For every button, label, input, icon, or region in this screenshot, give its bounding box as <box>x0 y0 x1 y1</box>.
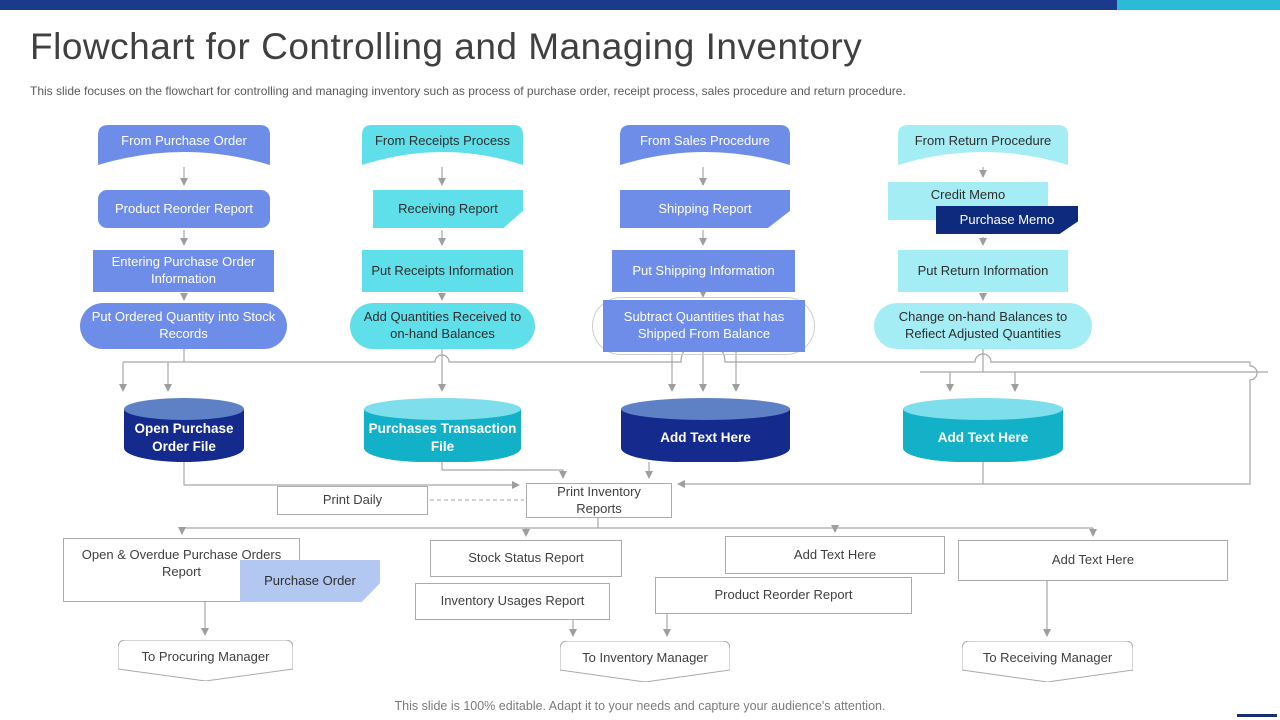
start-purchase-order-label: From Purchase Order <box>121 133 247 149</box>
returns-file-label: Add Text Here <box>937 429 1029 445</box>
start-sales-procedure-label: From Sales Procedure <box>639 133 771 149</box>
entering-purchase-info-shape: Entering Purchase Order Information <box>93 250 274 292</box>
purchase-order-shape: Purchase Order <box>240 560 380 602</box>
cylinder-top <box>364 398 521 420</box>
to-procuring-manager-shape: To Procuring Manager <box>118 640 293 681</box>
change-balances-shape: Change on-hand Balances to Refiect Adjus… <box>874 303 1092 349</box>
shipping-report-shape: Shipping Report <box>620 190 790 228</box>
to-receiving-manager-label: To Receiving Manager <box>982 650 1113 666</box>
start-purchase-order-shape: From Purchase Order <box>98 125 270 165</box>
sales-file-cylinder: Add Text Here <box>621 398 790 462</box>
stock-status-report-box: Stock Status Report <box>430 540 622 577</box>
put-return-info-shape: Put Return Information <box>898 250 1068 292</box>
start-receipts-process-shape: From Receipts Process <box>362 125 523 165</box>
start-receipts-process-label: From Receipts Process <box>374 133 511 149</box>
returns-file-cylinder: Add Text Here <box>903 398 1063 462</box>
page-subtitle: This slide focuses on the flowchart for … <box>30 84 906 98</box>
subtract-quantities-outline <box>592 297 815 355</box>
start-return-procedure-shape: From Return Procedure <box>898 125 1068 165</box>
purchase-memo-shape: Purchase Memo <box>936 206 1078 234</box>
to-procuring-manager-label: To Procuring Manager <box>141 649 270 665</box>
start-return-procedure-label: From Return Procedure <box>914 133 1052 149</box>
product-reorder-report-box: Product Reorder Report <box>655 577 912 614</box>
to-receiving-manager-shape: To Receiving Manager <box>962 641 1133 682</box>
inventory-usages-report-box: Inventory Usages Report <box>415 583 610 620</box>
put-receipts-info-shape: Put Receipts Information <box>362 250 523 292</box>
purchases-transaction-file-label: Purchases Transaction File <box>368 420 517 454</box>
open-purchase-order-file-label: Open Purchase Order File <box>134 420 234 454</box>
receiving-report-shape: Receiving Report <box>373 190 523 228</box>
subtract-quantities-shape: Subtract Quantities that has Shipped Fro… <box>603 300 805 352</box>
cylinder-top <box>621 398 790 420</box>
open-purchase-order-file-cylinder: Open Purchase Order File <box>124 398 244 462</box>
cylinder-top <box>124 398 244 420</box>
to-inventory-manager-shape: To Inventory Manager <box>560 641 730 682</box>
footer-note: This slide is 100% editable. Adapt it to… <box>394 699 886 713</box>
product-reorder-report-shape: Product Reorder Report <box>98 190 270 228</box>
top-accent-bar-navy <box>0 0 1117 10</box>
start-sales-procedure-shape: From Sales Procedure <box>620 125 790 165</box>
add-quantities-received-shape: Add Quantities Received to on-hand Balan… <box>350 303 535 349</box>
page-title: Flowchart for Controlling and Managing I… <box>30 26 863 67</box>
sales-file-label: Add Text Here <box>660 429 751 445</box>
add-text-right-box: Add Text Here <box>958 540 1228 581</box>
purchases-transaction-file-cylinder: Purchases Transaction File <box>364 398 521 462</box>
top-accent-bar-cyan <box>1117 0 1280 10</box>
put-ordered-quantity-shape: Put Ordered Quantity into Stock Records <box>80 303 287 349</box>
print-daily-box: Print Daily <box>277 486 428 515</box>
cylinder-top <box>903 398 1063 420</box>
credit-memo-shape: Credit Memo <box>888 182 1048 220</box>
to-inventory-manager-label: To Inventory Manager <box>582 650 708 666</box>
print-inventory-reports-box: Print Inventory Reports <box>526 483 672 518</box>
put-shipping-info-shape: Put Shipping Information <box>612 250 795 292</box>
add-text-mid-box: Add Text Here <box>725 536 945 574</box>
corner-accent-line <box>1237 714 1277 717</box>
